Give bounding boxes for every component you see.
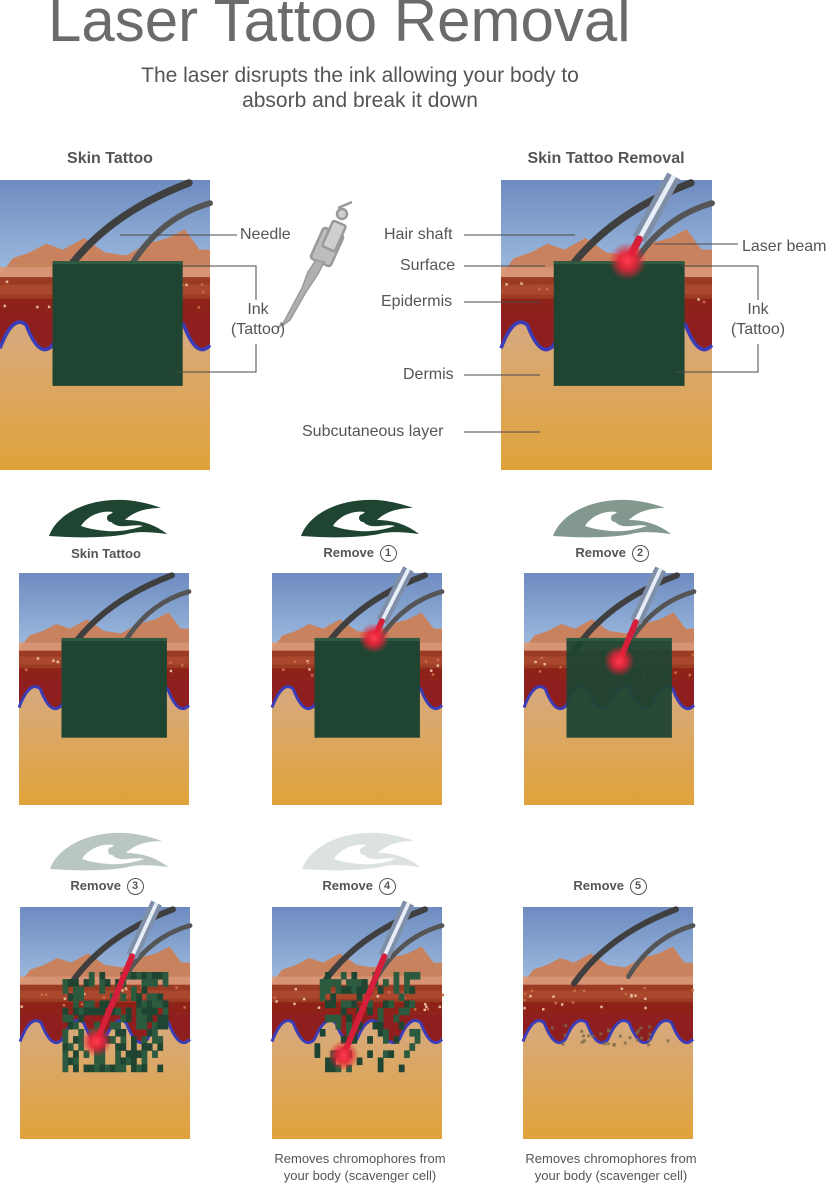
stage-title-4: Remove 4	[261, 878, 457, 895]
stage-title-0: Skin Tattoo	[71, 546, 141, 561]
label-tattoo-word: (Tattoo)	[230, 321, 286, 338]
stage-number-badge: 1	[379, 545, 397, 562]
label-subcutaneous-layer: Subcutaneous layer	[302, 423, 444, 440]
heading-skin-tattoo: Skin Tattoo	[67, 150, 153, 167]
stage-title-1: Remove 1	[262, 545, 458, 562]
label-surface: Surface	[400, 257, 456, 274]
label-laser-beam: Laser beam	[742, 238, 827, 255]
stage-diagram-1	[270, 566, 445, 805]
label-tattoo-word: (Tattoo)	[730, 321, 786, 338]
stage-note-5: Removes chromophores from your body (sca…	[525, 1151, 697, 1183]
page-title: Laser Tattoo Removal	[48, 0, 631, 54]
tattoo-logo-icon	[301, 499, 419, 538]
label-ink-left: Ink (Tattoo)	[226, 300, 290, 340]
label-ink-word: Ink	[747, 301, 769, 318]
stage-title-2: Remove 2	[514, 545, 710, 562]
tattoo-logo-icon	[302, 832, 420, 871]
tattoo-logo-icon	[50, 832, 168, 871]
label-ink-right: Ink (Tattoo)	[726, 300, 790, 340]
label-epidermis: Epidermis	[381, 293, 453, 310]
skin-diagram-removal	[499, 172, 715, 470]
stage-diagram-3	[18, 900, 193, 1139]
stage-number-badge: 3	[126, 878, 144, 895]
label-needle: Needle	[240, 226, 291, 243]
stage-title-3: Remove 3	[9, 878, 205, 895]
stage-number-badge: 2	[631, 545, 649, 562]
label-hair-shaft: Hair shaft	[384, 226, 453, 243]
stage-diagram-0	[17, 572, 192, 805]
stage-number-badge: 4	[378, 878, 396, 895]
label-dermis: Dermis	[403, 366, 454, 383]
stage-number-badge: 5	[629, 878, 647, 895]
page-subtitle: The laser disrupts the ink allowing your…	[141, 64, 579, 112]
label-ink-word: Ink	[247, 301, 269, 318]
tattoo-logo-icon	[49, 499, 167, 538]
stage-diagram-4	[270, 900, 445, 1139]
skin-diagram-tattoo	[0, 179, 213, 470]
tattoo-machine-icon	[277, 200, 353, 329]
stage-diagram-5	[521, 906, 696, 1139]
heading-skin-tattoo-removal: Skin Tattoo Removal	[527, 150, 685, 167]
stage-title-5: Remove 5	[512, 878, 708, 895]
leader-lines	[120, 234, 759, 433]
stage-diagram-2	[522, 566, 697, 805]
stage-note-4: Removes chromophores from your body (sca…	[274, 1151, 446, 1183]
tattoo-logo-icon	[553, 499, 671, 538]
